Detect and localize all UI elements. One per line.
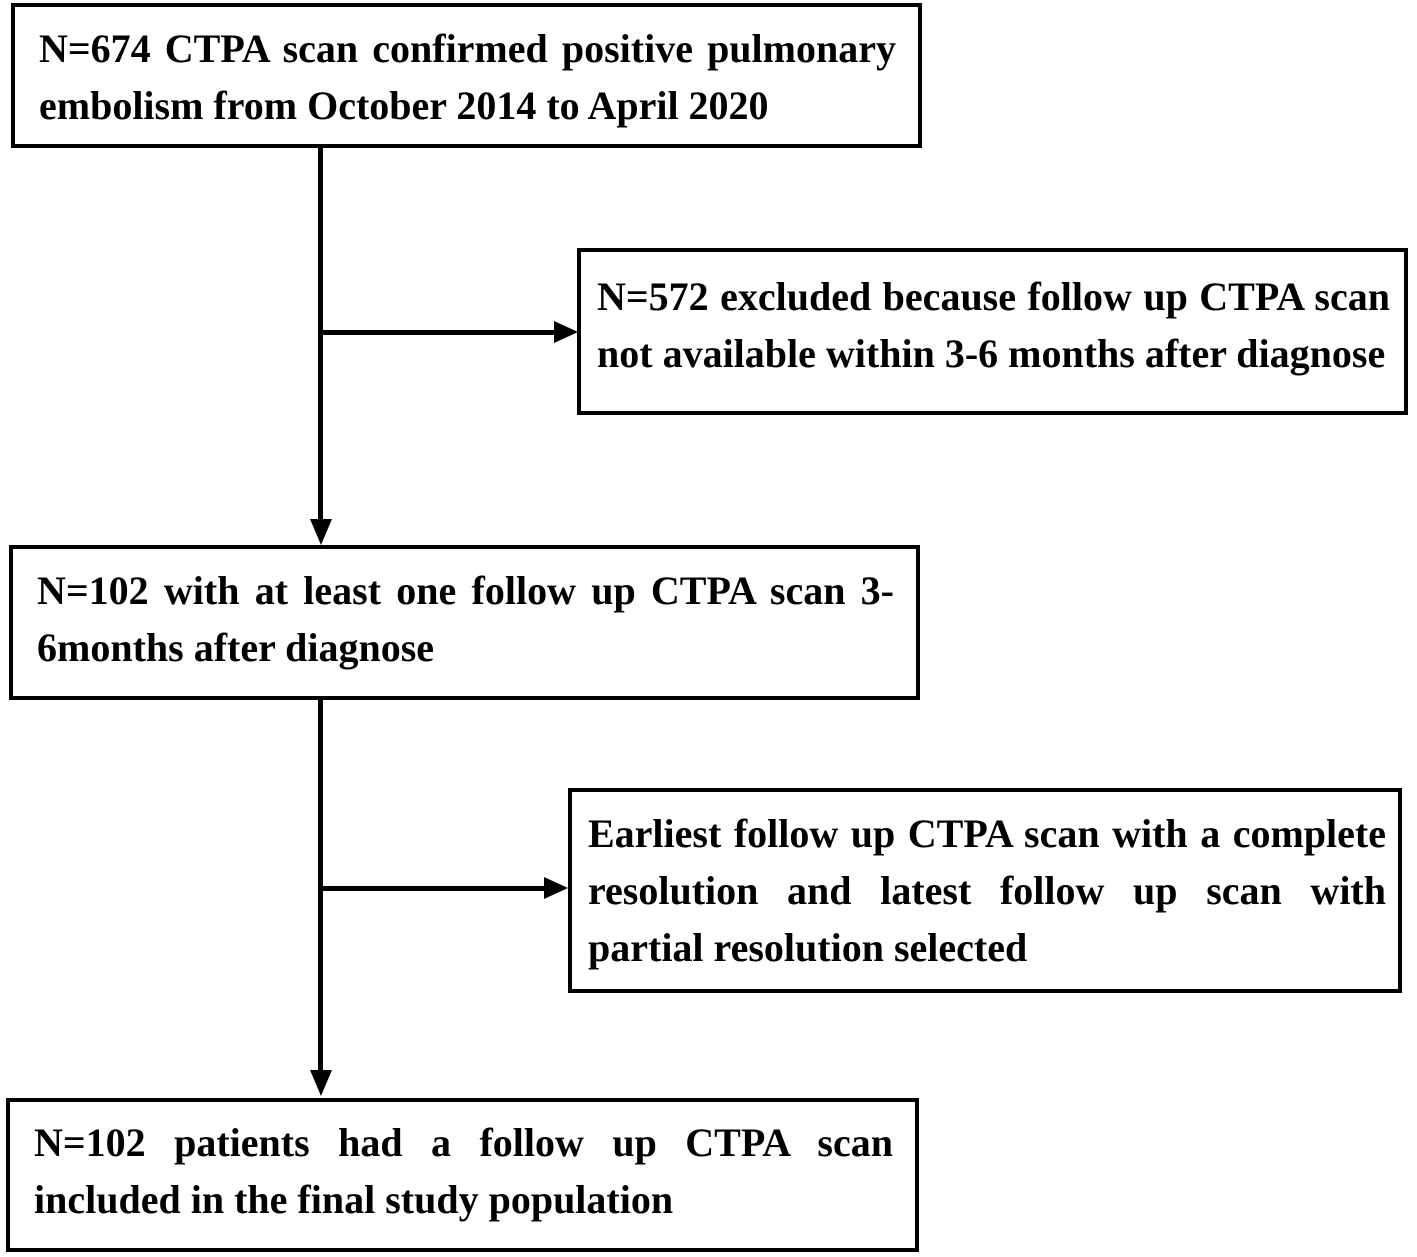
box-followup-scan: N=102 with at least one follow up CTPA s… [9,545,920,700]
box-excluded: N=572 excluded because follow up CTPA sc… [577,248,1408,415]
arrow-line-branch-selection [318,886,546,891]
box-text-line: N=102 with at least one follow up CTPA s… [37,568,894,613]
box-text-line: N=572 excluded because follow up CTPA sc… [597,274,1390,319]
box-text-line: not available within 3-6 months after di… [597,331,1386,376]
box-scan-selection: Earliest follow up CTPA scan with a comp… [568,788,1402,993]
box-final-population: N=102 patients had a follow up CTPA scan… [6,1098,919,1252]
box-text-line: partial resolution selected [588,925,1028,970]
box-text-line: included in the final study population [34,1177,674,1222]
box-text-line: 6months after diagnose [37,625,435,670]
box-text-line: N=674 CTPA scan confirmed positive pulmo… [39,26,896,71]
box-text-line: resolution and latest follow up scan wit… [588,868,1386,913]
arrow-head-down-1-icon [310,519,332,545]
arrow-line-branch-excluded [318,330,556,335]
arrow-head-down-2-icon [310,1070,332,1096]
arrow-head-right-1-icon [554,321,578,343]
box-confirmed-pe: N=674 CTPA scan confirmed positive pulmo… [11,3,922,148]
box-text-line: embolism from October 2014 to April 2020 [39,83,769,128]
box-text-line: Earliest follow up CTPA scan with a comp… [588,811,1386,856]
box-text-line: N=102 patients had a follow up CTPA scan [34,1120,893,1165]
arrow-head-right-2-icon [544,877,568,899]
